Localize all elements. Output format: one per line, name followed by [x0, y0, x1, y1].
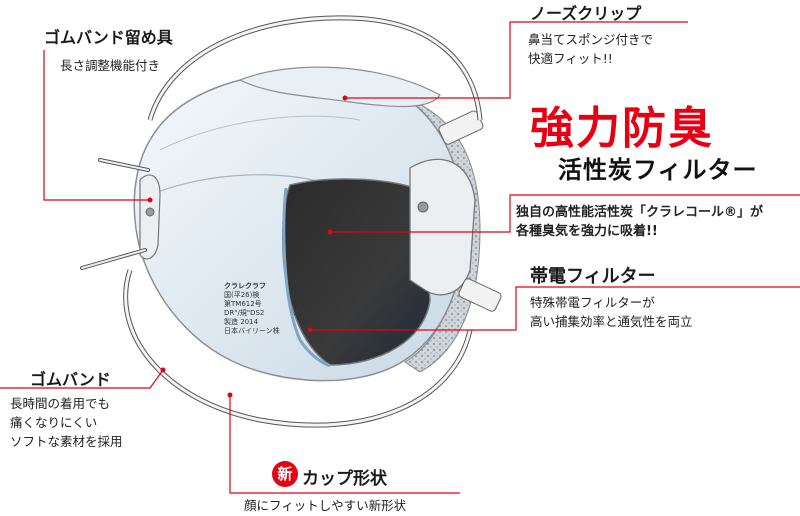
rivet-right — [417, 201, 429, 213]
carbon-desc-line: 各種臭気を強力に吸着!! — [516, 224, 658, 239]
cup-title: カップ形状 — [302, 469, 387, 489]
carbon-desc-line: 独自の高性能活性炭「クラレコール®」が — [516, 205, 764, 220]
mask-label-line: 製造 2014 — [224, 318, 259, 326]
mask-label-line: 国(平26)検 — [224, 291, 260, 299]
mask-label-line: DR"/規"DS2 — [224, 309, 265, 317]
leader-cup — [229, 395, 460, 494]
leader-carbon — [330, 194, 800, 233]
ear-tab-right — [409, 158, 476, 296]
mask-label-line: 日本バイリーン株 — [224, 327, 280, 335]
band-desc-line: ソフトな素材を採用 — [10, 434, 123, 449]
leader-band — [0, 369, 164, 389]
mask-label-line: クラレクラフ — [224, 282, 266, 290]
nose-clip-title: ノーズクリップ — [530, 4, 642, 23]
leader-band-stopper — [43, 50, 150, 201]
leader-nose-clip — [345, 21, 688, 99]
cup-desc: 顔にフィットしやすい新形状 — [244, 498, 407, 513]
mask-label-side-line: 使用 — [293, 300, 307, 308]
new-badge: 新 — [272, 461, 298, 487]
band-stopper-desc: 長さ調整機能付き — [60, 58, 161, 73]
carbon-desc: 独自の高性能活性炭「クラレコール®」が 各種臭気を強力に吸着!! — [516, 203, 763, 241]
electret-desc-line: 高い捕集効率と通気性を両立 — [530, 314, 693, 329]
mask-label-side: KS 使用 12 — [293, 291, 307, 318]
nose-fold — [238, 66, 441, 108]
mask-label-line: 第TM612号 — [224, 300, 262, 308]
nose-clip-desc-line: 快適フィット!! — [528, 51, 613, 66]
mask-label: クラレクラフ 国(平26)検 第TM612号 DR"/規"DS2 製造 2014… — [224, 282, 288, 336]
mask-label-side-line: KS — [293, 291, 303, 299]
electret-desc-line: 特殊帯電フィルターが — [530, 295, 655, 310]
nose-clip-desc: 鼻当てスポンジ付きで 快適フィット!! — [528, 30, 653, 68]
band-title: ゴムバンド — [30, 370, 111, 389]
headline-sub: 活性炭フィルター — [558, 156, 758, 184]
ear-tab-left — [139, 174, 161, 260]
mask-label-side-line: 12 — [293, 309, 302, 317]
headline-main: 強力防臭 — [530, 103, 714, 154]
electret-title: 帯電フィルター — [530, 266, 656, 287]
band-desc-line: 痛くなりにくい — [10, 415, 98, 430]
nose-clip-desc-line: 鼻当てスポンジ付きで — [528, 32, 654, 47]
electret-desc: 特殊帯電フィルターが 高い捕集効率と通気性を両立 — [530, 293, 693, 331]
band-desc-line: 長時間の着用でも — [10, 396, 111, 411]
leader-electret — [310, 286, 800, 331]
band-desc: 長時間の着用でも 痛くなりにくい ソフトな素材を採用 — [10, 394, 123, 451]
carbon-filter — [282, 178, 431, 366]
band-clip-lower — [458, 278, 502, 312]
band-stopper-title: ゴムバンド留め具 — [44, 28, 173, 47]
callout-band-stopper: ゴムバンド留め具 — [44, 24, 173, 48]
